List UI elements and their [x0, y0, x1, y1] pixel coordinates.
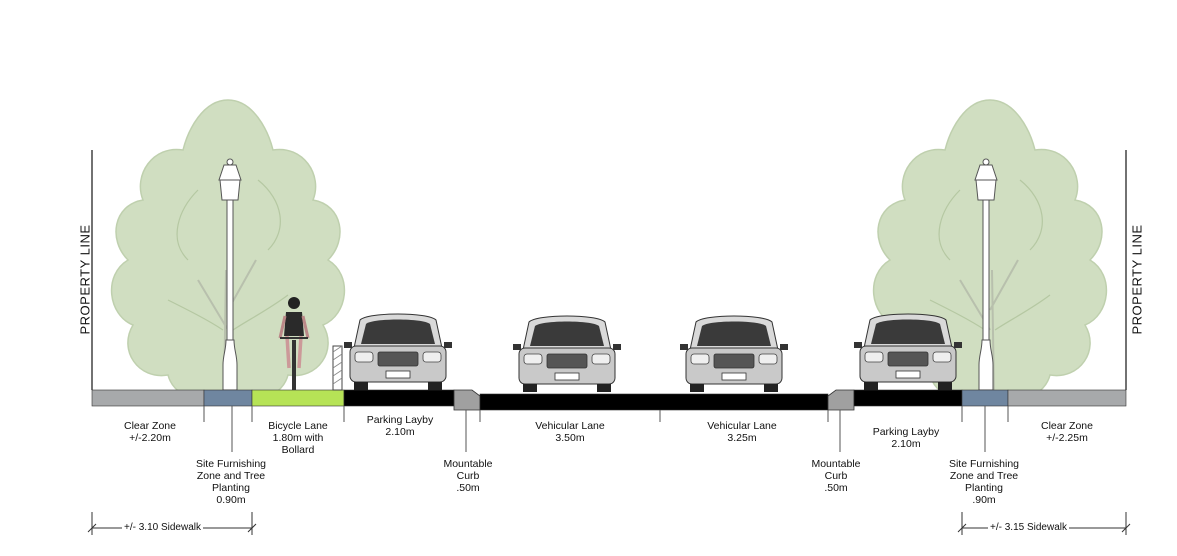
cyclist-icon	[278, 297, 310, 390]
clear-zone-left-strip	[91, 389, 205, 407]
zone-divider-ticks	[203, 406, 1009, 452]
furnishing-right-strip	[961, 389, 1009, 407]
car-lane-2	[679, 315, 789, 393]
bollard-icon	[332, 345, 343, 391]
sidewalk-right-dimension: +/- 3.15 Sidewalk	[988, 522, 1069, 533]
label-site-furnishing-left: Site Furnishing Zone and Tree Planting 0…	[195, 458, 267, 506]
mountable-curb-left-shape	[453, 389, 481, 411]
label-clear-zone-left: Clear Zone +/-2.20m	[124, 420, 176, 444]
property-line-left-label: PROPERTY LINE	[77, 224, 93, 335]
label-mountable-curb-right: Mountable Curb .50m	[811, 458, 861, 494]
label-vehicular-lane-2: Vehicular Lane 3.25m	[707, 420, 777, 444]
parking-layby-right-strip	[853, 389, 963, 407]
label-parking-layby-right: Parking Layby 2.10m	[872, 426, 940, 450]
label-bicycle-lane: Bicycle Lane 1.80m with Bollard	[268, 420, 328, 456]
sidewalk-left-dimension: +/- 3.10 Sidewalk	[122, 522, 203, 533]
label-mountable-curb-left: Mountable Curb .50m	[443, 458, 493, 494]
label-parking-layby-left: Parking Layby 2.10m	[366, 414, 434, 438]
property-line-right-label: PROPERTY LINE	[1129, 224, 1145, 335]
label-clear-zone-right: Clear Zone +/-2.25m	[1041, 420, 1093, 444]
car-parking-right	[853, 313, 963, 391]
parking-layby-left-strip	[343, 389, 455, 407]
clear-zone-right-strip	[1007, 389, 1127, 407]
label-vehicular-lane-1: Vehicular Lane 3.50m	[535, 420, 605, 444]
car-parking-left	[343, 313, 453, 391]
bicycle-lane-strip	[251, 389, 345, 407]
mountable-curb-right-shape	[827, 389, 855, 411]
car-lane-1	[512, 315, 622, 393]
furnishing-left-strip	[203, 389, 253, 407]
vehicular-lanes-strip	[479, 393, 829, 411]
label-site-furnishing-right: Site Furnishing Zone and Tree Planting .…	[948, 458, 1020, 506]
